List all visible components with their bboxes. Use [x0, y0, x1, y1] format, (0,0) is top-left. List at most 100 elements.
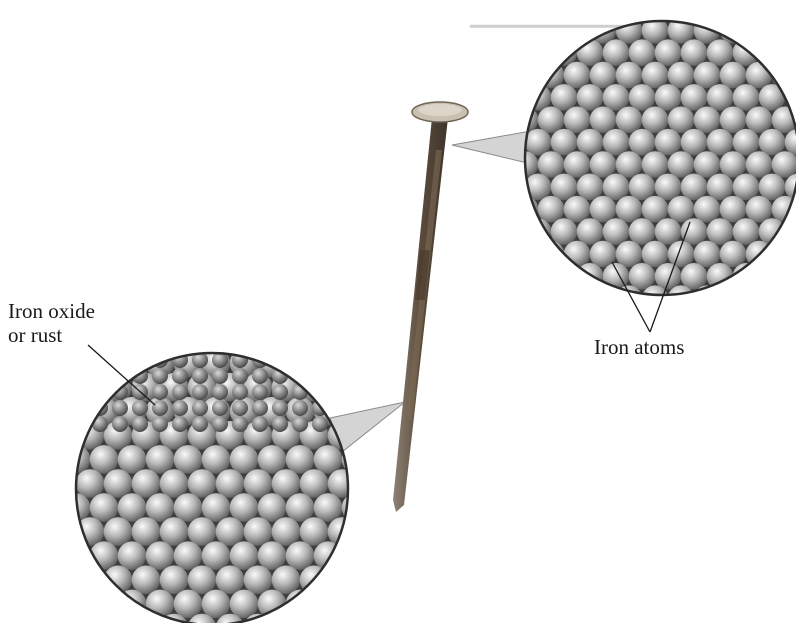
atom-sphere: [76, 566, 105, 595]
atom-sphere: [759, 84, 786, 111]
atom-sphere: [314, 590, 343, 619]
oxide-sphere: [312, 368, 328, 384]
atom-sphere: [512, 241, 539, 268]
atom-sphere: [499, 263, 526, 290]
oxide-sphere: [172, 384, 188, 400]
atom-sphere: [668, 241, 695, 268]
atom-sphere: [707, 129, 734, 156]
atom-sphere: [104, 325, 133, 354]
atom-sphere: [76, 614, 105, 623]
atom-sphere: [564, 107, 591, 134]
iron-atoms-label: Iron atoms: [594, 334, 684, 360]
atom-sphere: [216, 566, 245, 595]
atom-sphere: [720, 62, 747, 89]
oxide-sphere: [212, 400, 228, 416]
atom-sphere: [538, 107, 565, 134]
atom-sphere: [104, 469, 133, 498]
atom-sphere: [499, 84, 526, 111]
oxide-sphere: [232, 416, 248, 432]
oxide-sphere: [112, 352, 128, 368]
atom-sphere: [258, 541, 287, 570]
atom-sphere: [258, 493, 287, 522]
oxide-sphere: [292, 416, 308, 432]
atom-sphere: [272, 614, 301, 623]
atom-sphere: [118, 493, 147, 522]
atom-sphere: [132, 517, 161, 546]
atom-sphere: [590, 151, 617, 178]
atom-sphere: [132, 325, 161, 354]
atom-sphere: [694, 107, 721, 134]
oxide-sphere: [332, 352, 348, 368]
atom-sphere: [132, 566, 161, 595]
atom-sphere: [694, 151, 721, 178]
oxide-sphere: [252, 400, 268, 416]
atom-sphere: [258, 590, 287, 619]
atom-sphere: [577, 39, 604, 66]
atom-sphere: [342, 590, 371, 619]
atom-sphere: [707, 218, 734, 245]
atom-sphere: [590, 196, 617, 223]
atom-sphere: [616, 196, 643, 223]
atom-sphere: [681, 84, 708, 111]
atom-sphere: [525, 263, 552, 290]
atom-sphere: [642, 285, 669, 312]
oxide-sphere: [312, 352, 328, 368]
atom-sphere: [564, 17, 591, 44]
oxide-sphere: [192, 368, 208, 384]
atom-sphere: [132, 614, 161, 623]
atom-sphere: [629, 263, 656, 290]
atom-sphere: [48, 614, 77, 623]
atom-sphere: [694, 241, 721, 268]
atom-sphere: [286, 349, 315, 378]
atom-sphere: [62, 590, 91, 619]
atom-sphere: [759, 174, 786, 201]
oxide-sphere: [192, 384, 208, 400]
atom-sphere: [300, 325, 329, 354]
atom-sphere: [90, 349, 119, 378]
atom-sphere: [694, 17, 721, 44]
atom-sphere: [733, 0, 760, 21]
atom-sphere: [577, 0, 604, 21]
atom-sphere: [551, 129, 578, 156]
atom-sphere: [230, 445, 259, 474]
atom-sphere: [538, 285, 565, 312]
atom-sphere: [499, 218, 526, 245]
atom-sphere: [629, 39, 656, 66]
atom-sphere: [655, 129, 682, 156]
atom-sphere: [314, 541, 343, 570]
atom-sphere: [616, 107, 643, 134]
atom-sphere: [174, 541, 203, 570]
oxide-sphere: [252, 416, 268, 432]
atom-sphere: [759, 129, 786, 156]
atom-sphere: [733, 174, 760, 201]
atom-sphere: [160, 566, 189, 595]
atom-sphere: [230, 590, 259, 619]
atom-sphere: [564, 285, 591, 312]
atom-sphere: [90, 590, 119, 619]
atom-sphere: [174, 445, 203, 474]
atom-sphere: [577, 174, 604, 201]
atom-sphere: [202, 445, 231, 474]
oxide-sphere: [332, 384, 348, 400]
oxide-sphere: [272, 352, 288, 368]
atom-sphere: [642, 151, 669, 178]
atom-sphere: [300, 614, 329, 623]
atom-sphere: [314, 493, 343, 522]
atom-sphere: [328, 469, 357, 498]
atom-sphere: [512, 17, 539, 44]
atom-sphere: [720, 151, 747, 178]
atom-sphere: [642, 62, 669, 89]
atom-sphere: [655, 84, 682, 111]
atom-sphere: [590, 285, 617, 312]
atom-sphere: [188, 517, 217, 546]
atom-sphere: [62, 349, 91, 378]
atom-sphere: [216, 325, 245, 354]
atom-sphere: [655, 218, 682, 245]
atom-sphere: [62, 445, 91, 474]
oxide-sphere: [272, 400, 288, 416]
oxide-sphere: [132, 400, 148, 416]
atom-sphere: [314, 349, 343, 378]
atom-sphere: [616, 62, 643, 89]
iron-atoms-magnified-view: [499, 0, 796, 312]
